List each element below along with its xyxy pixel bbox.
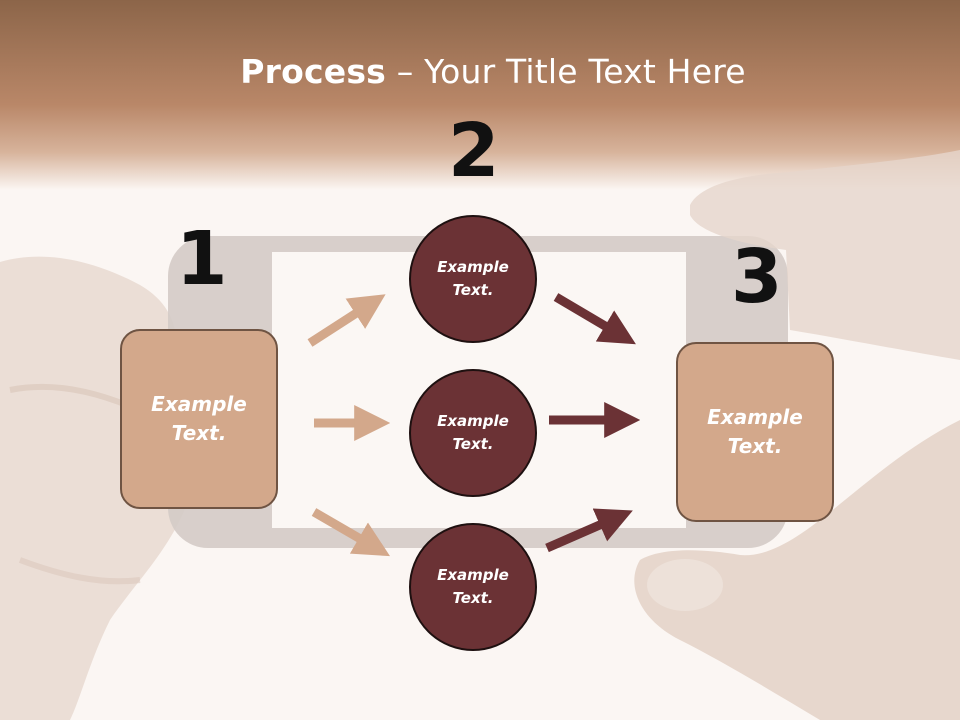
step-circle-bottom-line1: Example bbox=[437, 566, 509, 584]
arrow-from-top-circle bbox=[553, 293, 636, 345]
arrow-to-bottom-circle bbox=[311, 508, 391, 557]
arrow-to-top-circle bbox=[307, 294, 386, 347]
step-number-3: 3 bbox=[731, 234, 783, 320]
step-circle-bottom: Example Text. bbox=[409, 523, 537, 651]
slide-title: Process – Your Title Text Here bbox=[0, 52, 960, 91]
step-box-right-line2: Text. bbox=[727, 434, 783, 458]
step-circle-middle: Example Text. bbox=[409, 369, 537, 497]
title-bold: Process bbox=[240, 52, 387, 91]
step-circle-top-line2: Text. bbox=[452, 281, 494, 299]
step-box-right-line1: Example bbox=[707, 405, 803, 429]
step-box-left-line1: Example bbox=[151, 392, 247, 416]
step-circle-middle-line2: Text. bbox=[452, 435, 494, 453]
step-box-left-line2: Text. bbox=[171, 421, 227, 445]
step-box-right: Example Text. bbox=[676, 342, 834, 522]
step-circle-bottom-line2: Text. bbox=[452, 589, 494, 607]
step-circle-top-line1: Example bbox=[437, 258, 509, 276]
step-circle-top: Example Text. bbox=[409, 215, 537, 343]
step-box-left: Example Text. bbox=[120, 329, 278, 509]
right-hand-bottom-shape bbox=[634, 420, 960, 720]
step-number-1: 1 bbox=[176, 216, 228, 302]
step-number-2: 2 bbox=[448, 108, 500, 194]
arrow-from-bottom-circle bbox=[545, 508, 633, 553]
right-hand-top-shape bbox=[690, 150, 960, 360]
step-circle-middle-line1: Example bbox=[437, 412, 509, 430]
title-rest: – Your Title Text Here bbox=[386, 52, 746, 91]
